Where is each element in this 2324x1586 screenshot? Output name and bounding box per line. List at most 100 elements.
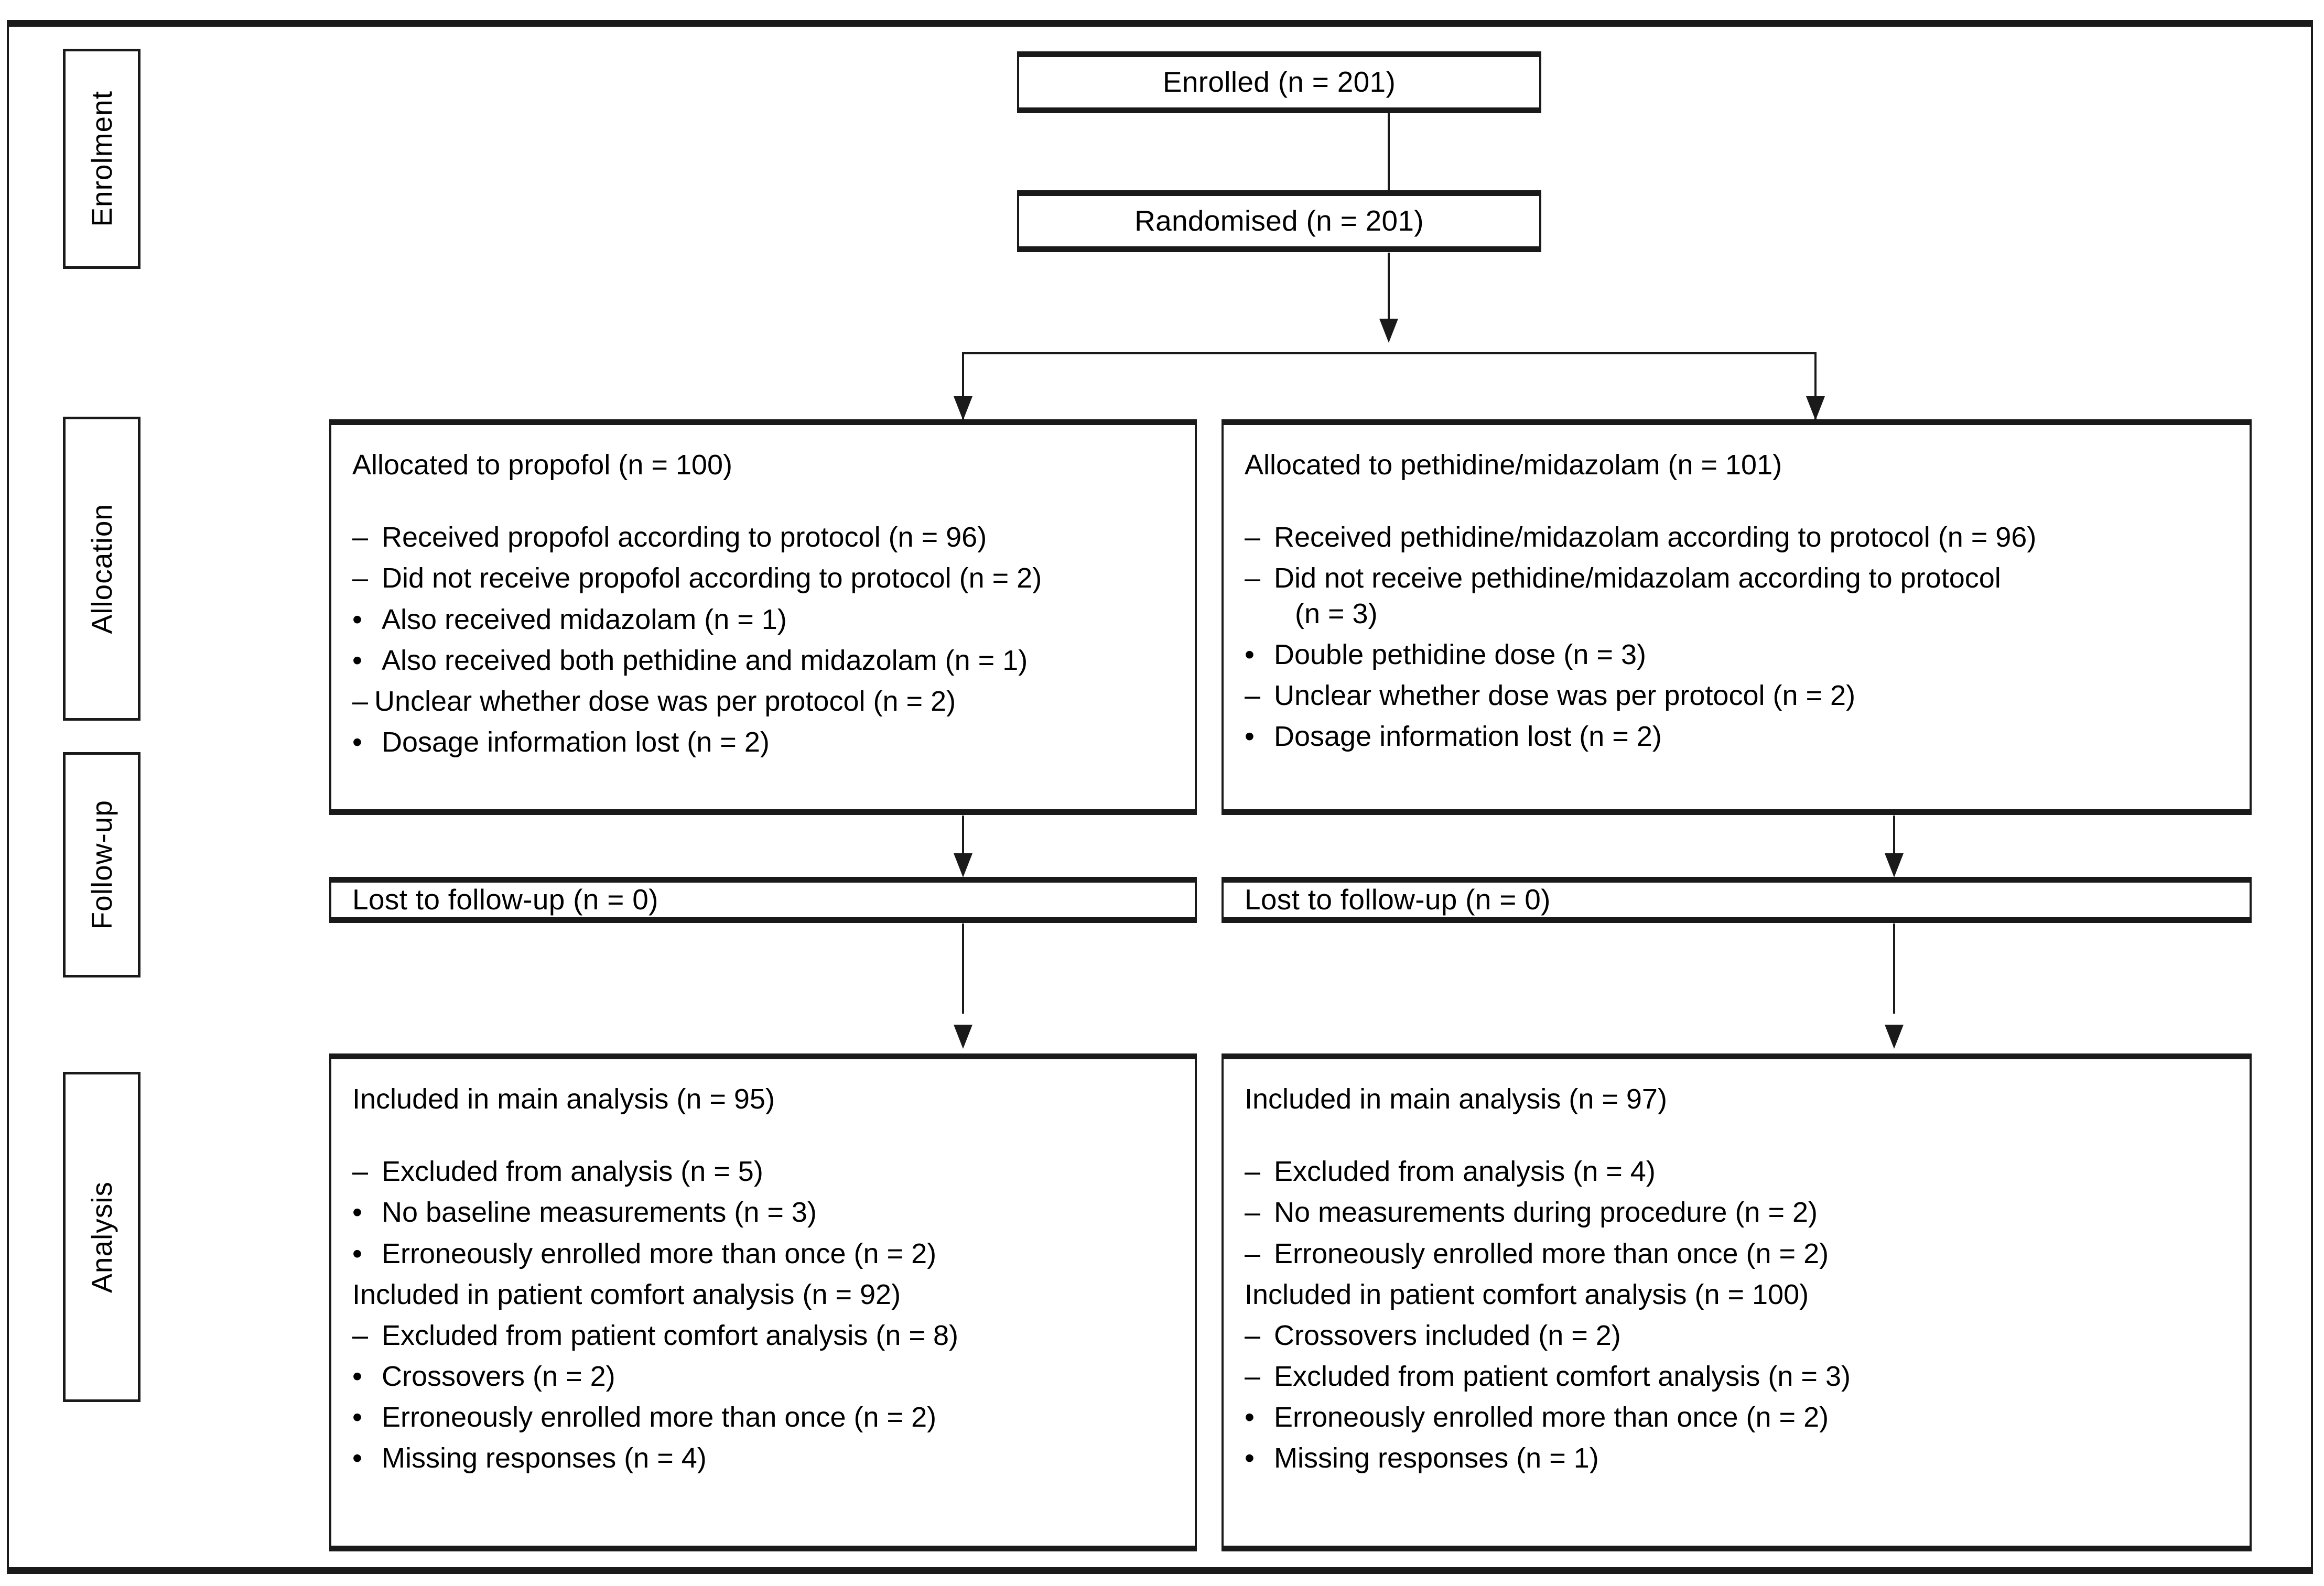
followup-box-propofol: Lost to follow-up (n = 0) [329,877,1197,923]
bullet-marker-icon: • [352,1197,362,1229]
stage-label-followup-text: Follow-up [85,800,118,930]
dash-marker-icon: – [1245,679,1261,711]
followup-label-pethidine-midazolam: Lost to follow-up (n = 0) [1245,883,1551,916]
analysis-box-propofol: Included in main analysis (n = 95) –Excl… [329,1053,1197,1551]
list-item: –Did not receive propofol according to p… [352,562,1042,594]
dash-marker-icon: – [352,685,369,717]
list-item: •No baseline measurements (n = 3) [352,1197,817,1229]
arrowhead-analysis-left [954,1025,972,1049]
list-item: –Did not receive pethidine/midazolam acc… [1245,562,2001,594]
connector-split-left [962,352,964,419]
bullet-marker-icon: • [352,726,362,758]
spacer [352,1119,1195,1156]
dash-marker-icon: – [1245,562,1261,594]
list-item: –Excluded from analysis (n = 4) [1245,1156,1656,1188]
list-item: –Excluded from patient comfort analysis … [352,1319,958,1351]
bullet-marker-icon: • [352,644,362,676]
analysis-title-pethidine-midazolam: Included in main analysis (n = 97) [1245,1083,1667,1115]
arrowhead-allocation-left [954,396,972,420]
randomised-box: Randomised (n = 201) [1017,190,1541,252]
bullet-marker-icon: • [352,603,362,635]
allocation-list-pethidine-midazolam: –Received pethidine/midazolam according … [1245,522,2250,752]
stage-label-allocation-text: Allocation [85,503,118,634]
list-item: •Double pethidine dose (n = 3) [1245,638,1646,670]
spacer [352,485,1195,522]
list-item-heading: Included in patient comfort analysis (n … [352,1278,901,1310]
randomised-label: Randomised (n = 201) [1134,204,1424,237]
connector-randomised-down [1388,253,1390,324]
list-item: –Excluded from analysis (n = 5) [352,1156,763,1188]
list-item: •Also received both pethidine and midazo… [352,644,1028,676]
analysis-list-pethidine-midazolam: –Excluded from analysis (n = 4) –No meas… [1245,1156,2250,1474]
list-item: •Missing responses (n = 1) [1245,1442,1599,1474]
list-item: •Erroneously enrolled more than once (n … [352,1401,937,1433]
connector-split-right [1814,352,1817,419]
bullet-marker-icon: • [352,1237,362,1269]
connector-split-bar [962,352,1817,354]
list-item: –Received propofol according to protocol… [352,522,987,553]
stage-label-analysis-text: Analysis [85,1181,118,1293]
list-item: –Erroneously enrolled more than once (n … [1245,1237,1829,1269]
allocation-title-propofol: Allocated to propofol (n = 100) [352,449,732,481]
stage-label-enrolment-text: Enrolment [85,91,118,227]
connector-alloc-to-followup-left [962,816,964,855]
list-item: •Dosage information lost (n = 2) [1245,720,1662,752]
connector-enrolled-to-randomised [1388,113,1390,191]
dash-marker-icon: – [352,1156,369,1188]
analysis-title-propofol: Included in main analysis (n = 95) [352,1083,775,1115]
dash-marker-icon: – [352,562,369,594]
list-item-continuation: (n = 3) [1295,598,1378,629]
arrowhead-randomised-down [1379,319,1398,343]
spacer [1245,485,2250,522]
list-item: •Also received midazolam (n = 1) [352,603,787,635]
arrowhead-followup-left [954,853,972,877]
dash-marker-icon: – [1245,1319,1261,1351]
bullet-marker-icon: • [1245,720,1255,752]
list-item: –Unclear whether dose was per protocol (… [1245,679,1856,711]
connector-alloc-to-followup-right [1893,816,1895,855]
followup-label-propofol: Lost to follow-up (n = 0) [352,883,658,916]
bullet-marker-icon: • [1245,638,1255,670]
list-item: –Unclear whether dose was per protocol (… [352,685,956,717]
bullet-marker-icon: • [352,1401,362,1433]
dash-marker-icon: – [1245,1237,1261,1269]
list-item: •Erroneously enrolled more than once (n … [352,1237,937,1269]
analysis-box-pethidine-midazolam: Included in main analysis (n = 97) –Excl… [1222,1053,2252,1551]
connector-followup-to-analysis-left [962,924,964,1014]
list-item: –No measurements during procedure (n = 2… [1245,1197,1818,1229]
stage-label-analysis: Analysis [63,1072,140,1402]
dash-marker-icon: – [352,1319,369,1351]
connector-followup-to-analysis-right [1893,924,1895,1014]
stage-label-followup: Follow-up [63,752,140,977]
allocation-title-pethidine-midazolam: Allocated to pethidine/midazolam (n = 10… [1245,449,1782,481]
dash-marker-icon: – [1245,1360,1261,1392]
spacer [1245,1119,2250,1156]
bullet-marker-icon: • [352,1360,362,1392]
allocation-list-propofol: –Received propofol according to protocol… [352,522,1195,758]
bullet-marker-icon: • [352,1442,362,1474]
list-item: •Crossovers (n = 2) [352,1360,615,1392]
bullet-marker-icon: • [1245,1401,1255,1433]
allocation-box-propofol: Allocated to propofol (n = 100) –Receive… [329,419,1197,815]
enrolled-label: Enrolled (n = 201) [1162,66,1396,99]
arrowhead-followup-right [1885,853,1904,877]
list-item-heading: Included in patient comfort analysis (n … [1245,1278,1809,1310]
list-item: •Dosage information lost (n = 2) [352,726,770,758]
arrowhead-allocation-right [1806,396,1825,420]
dash-marker-icon: – [352,522,369,553]
arrowhead-analysis-right [1885,1025,1904,1049]
dash-marker-icon: – [1245,522,1261,553]
enrolled-box: Enrolled (n = 201) [1017,51,1541,113]
allocation-box-pethidine-midazolam: Allocated to pethidine/midazolam (n = 10… [1222,419,2252,815]
stage-label-allocation: Allocation [63,417,140,721]
bullet-marker-icon: • [1245,1442,1255,1474]
list-item: •Missing responses (n = 4) [352,1442,707,1474]
dash-marker-icon: – [1245,1156,1261,1188]
list-item: –Received pethidine/midazolam according … [1245,522,2037,553]
list-item: –Excluded from patient comfort analysis … [1245,1360,1851,1392]
dash-marker-icon: – [1245,1197,1261,1229]
stage-label-enrolment: Enrolment [63,49,140,269]
followup-box-pethidine-midazolam: Lost to follow-up (n = 0) [1222,877,2252,923]
analysis-list-propofol: –Excluded from analysis (n = 5) •No base… [352,1156,1195,1474]
